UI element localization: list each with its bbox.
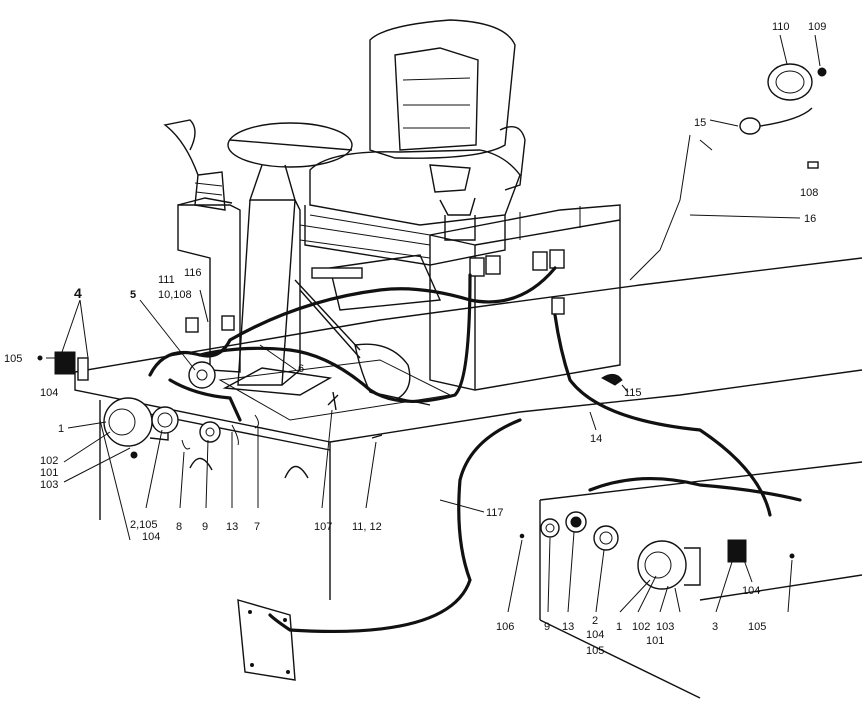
harness-lower-run bbox=[198, 273, 472, 403]
side-lamp-104 bbox=[54, 351, 76, 375]
horn bbox=[188, 361, 216, 389]
leader-lines bbox=[46, 34, 821, 613]
label-117: 117 bbox=[486, 507, 504, 519]
clip-115 bbox=[600, 374, 623, 386]
screw-106 bbox=[519, 533, 525, 539]
rear-console bbox=[429, 204, 621, 391]
operator-seat bbox=[299, 19, 526, 311]
label-6: 6 bbox=[298, 363, 304, 375]
label-103-left: 103 bbox=[40, 479, 58, 491]
steering-wheel bbox=[227, 122, 353, 168]
label-111: 111 bbox=[158, 274, 175, 286]
seal-15 bbox=[739, 117, 761, 135]
label-105-far: 105 bbox=[748, 621, 766, 633]
label-1-rear: 1 bbox=[616, 621, 622, 633]
label-104-left: 104 bbox=[40, 387, 58, 399]
beacon-110 bbox=[767, 63, 813, 101]
console-plug-lower bbox=[551, 297, 565, 315]
side-lamp-bracket bbox=[77, 357, 89, 381]
harness-left-drop bbox=[168, 378, 242, 422]
label-7: 7 bbox=[254, 521, 260, 533]
fuse-11-12 bbox=[371, 434, 383, 439]
label-13-rear: 13 bbox=[562, 621, 574, 633]
hook-8 bbox=[181, 439, 191, 450]
label-107: 107 bbox=[314, 521, 332, 533]
label-13-left: 13 bbox=[226, 521, 238, 533]
console-connector-left bbox=[469, 257, 485, 277]
left-components bbox=[37, 315, 383, 459]
rear-lamp-2 bbox=[593, 525, 619, 551]
part-labels: 110 109 15 108 16 4 105 104 111 10,108 1… bbox=[4, 21, 826, 657]
indicator-left bbox=[199, 421, 221, 443]
harness-rear-branch bbox=[588, 476, 802, 502]
harness-117 bbox=[268, 418, 522, 634]
label-5: 5 bbox=[130, 289, 136, 301]
cable-16 bbox=[629, 134, 691, 281]
part-108 bbox=[807, 161, 819, 169]
beacon-assembly bbox=[739, 63, 827, 169]
switch-107 bbox=[327, 391, 339, 411]
label-14: 14 bbox=[590, 433, 602, 445]
label-4: 4 bbox=[74, 285, 82, 301]
steering-column bbox=[222, 122, 353, 396]
label-105-rear: 105 bbox=[586, 645, 604, 657]
lever-bracket bbox=[311, 267, 363, 279]
console-connector-left-2 bbox=[485, 255, 501, 275]
label-104-mid: 104 bbox=[142, 531, 160, 543]
label-106: 106 bbox=[496, 621, 514, 633]
console-connector-right bbox=[532, 251, 548, 271]
harness-main-run bbox=[148, 266, 557, 377]
label-102-rear: 102 bbox=[632, 621, 650, 633]
label-109: 109 bbox=[808, 21, 826, 33]
label-10-108: 10,108 bbox=[158, 289, 192, 301]
label-2-105: 2,105 bbox=[130, 519, 158, 531]
connector-111 bbox=[185, 317, 199, 333]
connector-116 bbox=[221, 315, 235, 331]
label-108: 108 bbox=[800, 187, 818, 199]
beacon-bulb-109 bbox=[817, 67, 827, 77]
console-connector-right-2 bbox=[549, 249, 565, 269]
label-116: 116 bbox=[184, 267, 202, 279]
rear-components bbox=[237, 374, 795, 681]
label-9-left: 9 bbox=[202, 521, 208, 533]
label-104-rear: 104 bbox=[586, 629, 604, 641]
hook-7 bbox=[254, 414, 259, 429]
headlamp-left bbox=[103, 397, 153, 447]
rear-screw-105 bbox=[789, 553, 795, 559]
label-16: 16 bbox=[804, 213, 816, 225]
label-103-rear: 103 bbox=[656, 621, 674, 633]
rear-headlamp-1 bbox=[637, 540, 687, 590]
label-1-left: 1 bbox=[58, 423, 64, 435]
label-15: 15 bbox=[694, 117, 706, 129]
main-harness bbox=[148, 134, 802, 634]
work-lamp-left bbox=[151, 406, 179, 434]
label-11-12: 11, 12 bbox=[352, 521, 382, 533]
label-115: 115 bbox=[624, 387, 642, 399]
label-8: 8 bbox=[176, 521, 182, 533]
mount-plate-117 bbox=[237, 599, 296, 681]
label-110: 110 bbox=[772, 21, 790, 33]
label-105-left: 105 bbox=[4, 353, 22, 365]
left-control-tower bbox=[163, 119, 241, 373]
label-101-left: 101 bbox=[40, 467, 58, 479]
label-102-left: 102 bbox=[40, 455, 58, 467]
label-2-rear: 2 bbox=[592, 615, 598, 627]
label-9-rear: 9 bbox=[544, 621, 550, 633]
gear-lever bbox=[294, 267, 431, 406]
label-101-rear: 101 bbox=[646, 635, 664, 647]
label-3: 3 bbox=[712, 621, 718, 633]
harness-rear-14 bbox=[553, 313, 772, 517]
screw-105 bbox=[37, 355, 43, 361]
rear-lamp-104 bbox=[727, 539, 747, 563]
rear-indicator-9 bbox=[540, 518, 560, 538]
label-104-far: 104 bbox=[742, 585, 760, 597]
